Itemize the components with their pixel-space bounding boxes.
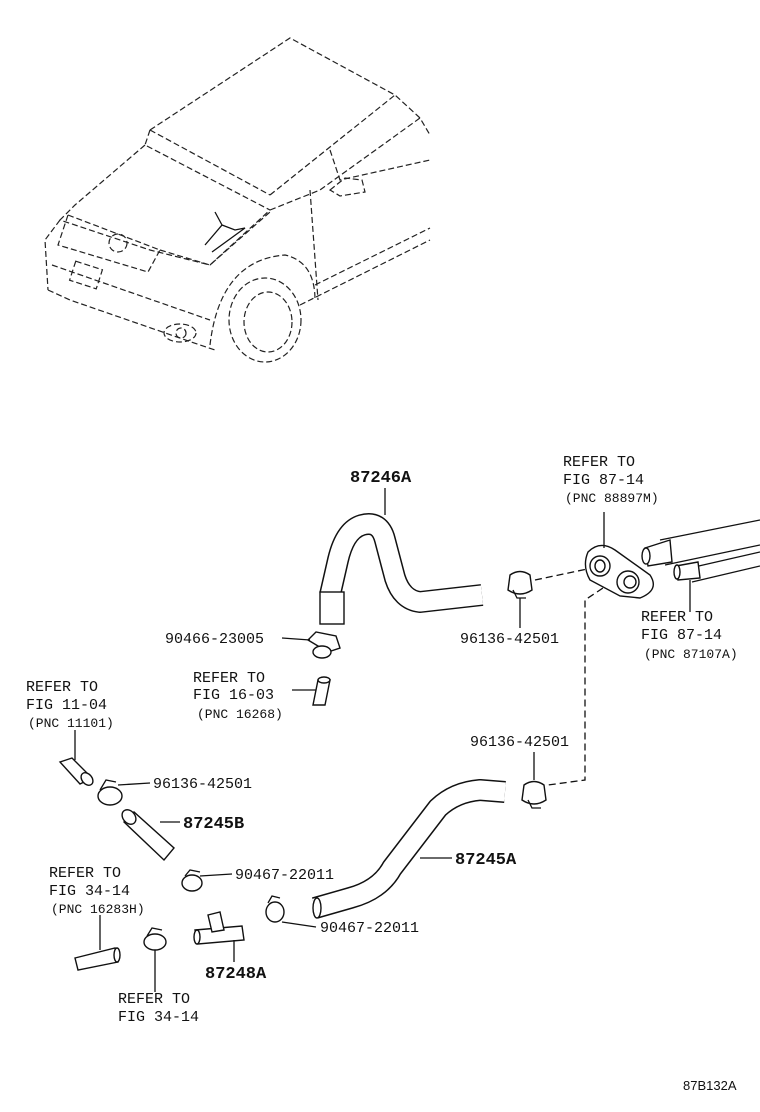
figure-code: 87B132A bbox=[683, 1078, 737, 1093]
hose-87245A[interactable] bbox=[311, 779, 506, 919]
leader-90467-22011-a bbox=[199, 873, 233, 877]
ref-16-03-line3: (PNC 16268) bbox=[197, 707, 283, 722]
clamp-90466-23005[interactable] bbox=[306, 631, 341, 659]
part-label-96136-42501-top: 96136-42501 bbox=[460, 631, 559, 648]
clamp-96136-42501-left[interactable] bbox=[97, 779, 123, 806]
ref-16-03-line2: FIG 16-03 bbox=[193, 687, 274, 704]
ref-11-04-line3: (PNC 11101) bbox=[28, 716, 114, 731]
leader-90466-23005 bbox=[281, 637, 311, 641]
ref-16-03-line1: REFER TO bbox=[193, 670, 265, 687]
leader-90467-22011-b bbox=[281, 921, 317, 928]
part-label-90467-22011-a: 90467-22011 bbox=[235, 867, 334, 884]
clamp-96136-42501-top[interactable] bbox=[507, 570, 533, 599]
clamp-ref-34-14 bbox=[143, 927, 167, 951]
part-label-87246A: 87246A bbox=[350, 469, 412, 488]
pipe-ref-16-03 bbox=[312, 676, 331, 706]
ref-87-14-right-line2: FIG 87-14 bbox=[641, 627, 722, 644]
ref-34-14-b-line1: REFER TO bbox=[118, 991, 190, 1008]
part-label-96136-42501-mid: 96136-42501 bbox=[470, 734, 569, 751]
ref-87-14-right-line1: REFER TO bbox=[641, 609, 713, 626]
clamp-90467-22011-a[interactable] bbox=[181, 869, 203, 892]
ref-34-14-a-line1: REFER TO bbox=[49, 865, 121, 882]
part-label-87245A: 87245A bbox=[455, 851, 517, 870]
ref-34-14-a-line3: (PNC 16283H) bbox=[51, 902, 145, 917]
connection-line-vertical bbox=[547, 581, 613, 786]
washer-pipes-87107A bbox=[641, 519, 760, 583]
ref-87-14-top-line2: FIG 87-14 bbox=[563, 472, 644, 489]
part-label-90466-23005: 90466-23005 bbox=[165, 631, 264, 648]
pipe-ref-34-14 bbox=[74, 947, 121, 971]
ref-34-14-b-line2: FIG 34-14 bbox=[118, 1009, 199, 1026]
clamp-90467-22011-b[interactable] bbox=[265, 895, 285, 923]
connection-line-top bbox=[534, 567, 593, 581]
part-label-90467-22011-b: 90467-22011 bbox=[320, 920, 419, 937]
part-label-87245B: 87245B bbox=[183, 815, 244, 834]
ref-34-14-a-line2: FIG 34-14 bbox=[49, 883, 130, 900]
pipe-ref-11-04 bbox=[58, 757, 94, 786]
t-joint-87248A[interactable] bbox=[193, 911, 245, 945]
leader-96136-42501-left bbox=[117, 782, 151, 786]
ref-87-14-top-line3: (PNC 88897M) bbox=[565, 491, 659, 506]
clamp-96136-42501-mid[interactable] bbox=[521, 780, 547, 809]
ref-11-04-line1: REFER TO bbox=[26, 679, 98, 696]
hose-87246A[interactable] bbox=[319, 513, 484, 625]
hose-87245B[interactable] bbox=[119, 807, 175, 862]
vehicle-illustration bbox=[44, 37, 431, 363]
ref-87-14-right-line3: (PNC 87107A) bbox=[644, 647, 738, 662]
ref-87-14-top-line1: REFER TO bbox=[563, 454, 635, 471]
ref-11-04-line2: FIG 11-04 bbox=[26, 697, 107, 714]
part-label-87248A: 87248A bbox=[205, 965, 267, 984]
hose-joint-88897M[interactable] bbox=[584, 544, 654, 599]
part-label-96136-42501-left: 96136-42501 bbox=[153, 776, 252, 793]
